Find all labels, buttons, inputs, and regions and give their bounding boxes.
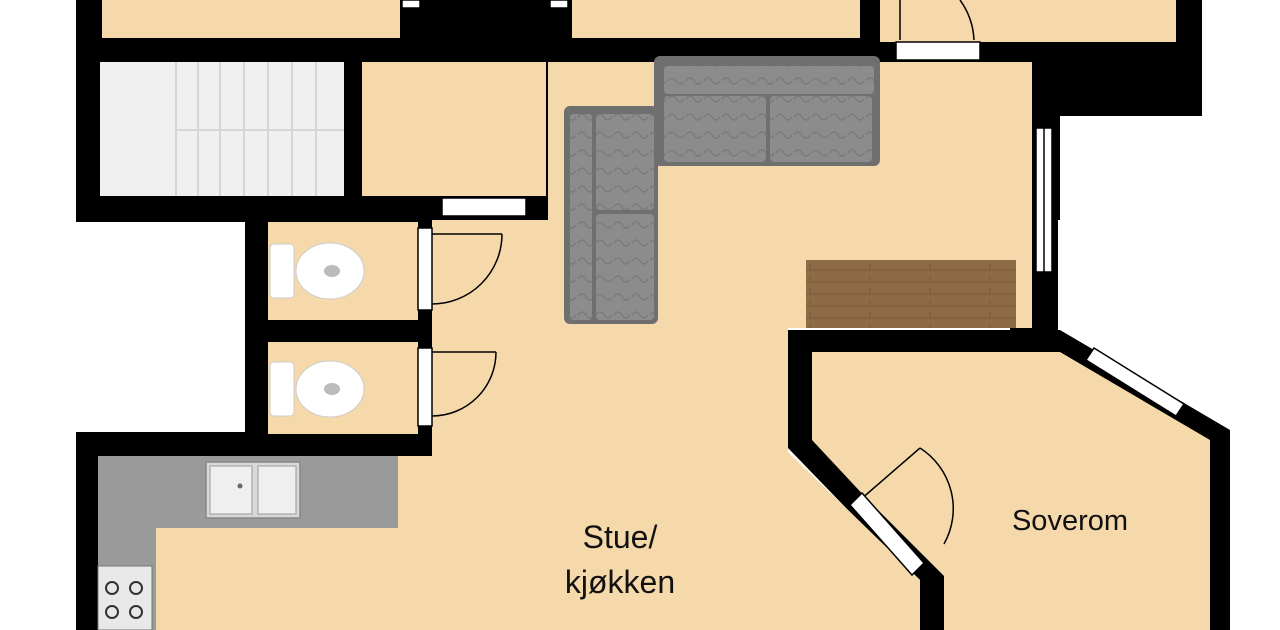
- room-label-living-line1: Stue/: [582, 519, 658, 555]
- table-icon: [806, 260, 1016, 328]
- toilet-icon: [269, 242, 365, 418]
- room-label-bedroom: Soverom: [1011, 505, 1129, 537]
- sink-icon: [205, 461, 301, 519]
- sofa-icon: [564, 56, 880, 324]
- door-icon: [401, 0, 981, 577]
- floors: [98, 0, 1210, 630]
- stove-icon: [97, 565, 153, 630]
- top-room-left: [102, 0, 400, 38]
- hall-room: [362, 62, 546, 196]
- top-room-middle: [572, 0, 860, 38]
- top-room-right: [880, 0, 1176, 42]
- stairs-icon: [100, 62, 344, 196]
- window-icon: [1035, 127, 1186, 418]
- bedroom-floor: [812, 352, 1210, 630]
- room-label-living-line2: kjøkken: [564, 564, 676, 600]
